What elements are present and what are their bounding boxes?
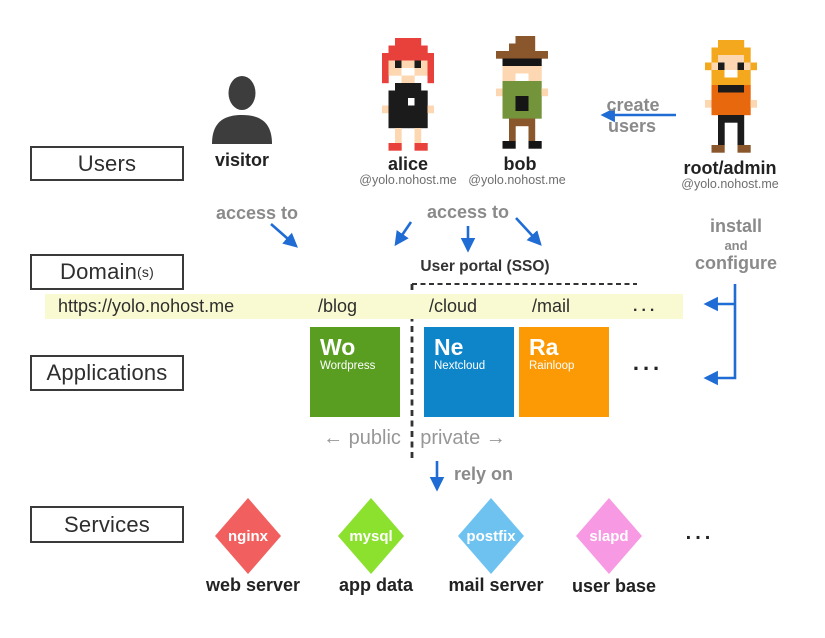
row-label-users: Users	[77, 150, 137, 176]
row-box-domain: Domain(s)	[30, 254, 184, 290]
row-label-services: Services	[64, 511, 150, 537]
app-tile-rainloop: Ra Rainloop	[519, 327, 609, 417]
service-diamond-mysql: mysql	[337, 497, 405, 575]
bob-avatar	[496, 36, 548, 149]
root-admin-address: @yolo.nohost.me	[681, 177, 779, 191]
service-name-nginx: nginx	[228, 527, 268, 545]
service-role-user-base: user base	[571, 576, 657, 596]
configure-label: configure	[694, 253, 778, 273]
alice-name: alice	[387, 154, 429, 174]
create-users-label-line2: users	[607, 116, 657, 136]
app-tile-nextcloud-name: Nextcloud	[434, 360, 486, 372]
visitor-silhouette-icon	[212, 76, 272, 144]
row-label-domain: Domain	[60, 259, 138, 284]
bob-name: bob	[503, 154, 537, 174]
user-portal-sso-label: User portal (SSO)	[420, 258, 550, 275]
service-diamond-nginx: nginx	[214, 497, 282, 575]
access-to-visitor-label: access to	[215, 203, 299, 223]
service-diamond-postfix: postfix	[457, 497, 525, 575]
configure-apps-arrow	[703, 284, 737, 386]
app-tile-rainloop-name: Rainloop	[529, 360, 575, 372]
domain-base-url: https://yolo.nohost.me	[58, 296, 235, 316]
alice-avatar	[382, 38, 434, 151]
row-label-applications: Applications	[46, 360, 168, 385]
row-box-applications: Applications	[30, 355, 184, 391]
and-label: and	[724, 238, 748, 253]
domain-paths-ellipsis: ...	[633, 298, 659, 315]
row-box-users: Users	[30, 146, 184, 181]
app-tile-wordpress: Wo Wordpress	[310, 327, 400, 417]
service-role-mail-server: mail server	[448, 575, 544, 595]
root-admin-name: root/admin	[683, 158, 777, 178]
domain-path-mail: /mail	[532, 296, 571, 316]
service-role-app-data: app data	[338, 575, 414, 595]
alice-access-arrow	[394, 221, 413, 247]
access-to-members-label: access to	[426, 202, 510, 222]
app-tile-wordpress-name: Wordpress	[320, 360, 376, 372]
private-zone-label: private →	[420, 427, 506, 449]
root-admin-avatar	[705, 40, 757, 153]
app-tile-wordpress-abbr: Wo	[320, 334, 356, 360]
app-tile-rainloop-abbr: Ra	[529, 334, 559, 360]
rely-on-label: rely on	[454, 464, 514, 484]
row-box-services: Services	[30, 506, 184, 543]
services-ellipsis: ...	[685, 522, 715, 544]
alice-address: @yolo.nohost.me	[359, 173, 457, 187]
domain-path-cloud: /cloud	[429, 296, 478, 316]
service-diamond-slapd: slapd	[575, 497, 643, 575]
public-zone-label: ← public	[323, 427, 401, 449]
visitor-access-arrow	[270, 223, 298, 248]
app-tile-nextcloud-abbr: Ne	[434, 334, 464, 360]
create-users-label-line1: create	[606, 95, 660, 115]
service-name-slapd: slapd	[589, 527, 629, 545]
domain-path-blog: /blog	[318, 296, 358, 316]
service-name-postfix: postfix	[466, 527, 516, 545]
app-tile-nextcloud: Ne Nextcloud	[424, 327, 514, 417]
visitor-name: visitor	[214, 150, 270, 170]
row-label-domain-suffix: (s)	[137, 264, 154, 280]
service-role-web-server: web server	[205, 575, 301, 595]
bob-access-arrow	[515, 217, 542, 246]
applications-ellipsis: ...	[632, 350, 664, 375]
service-name-mysql: mysql	[349, 527, 393, 545]
bob-address: @yolo.nohost.me	[468, 173, 566, 187]
install-label: install	[709, 216, 763, 236]
domain-url-bar: https://yolo.nohost.me /blog /cloud /mai…	[45, 294, 683, 319]
